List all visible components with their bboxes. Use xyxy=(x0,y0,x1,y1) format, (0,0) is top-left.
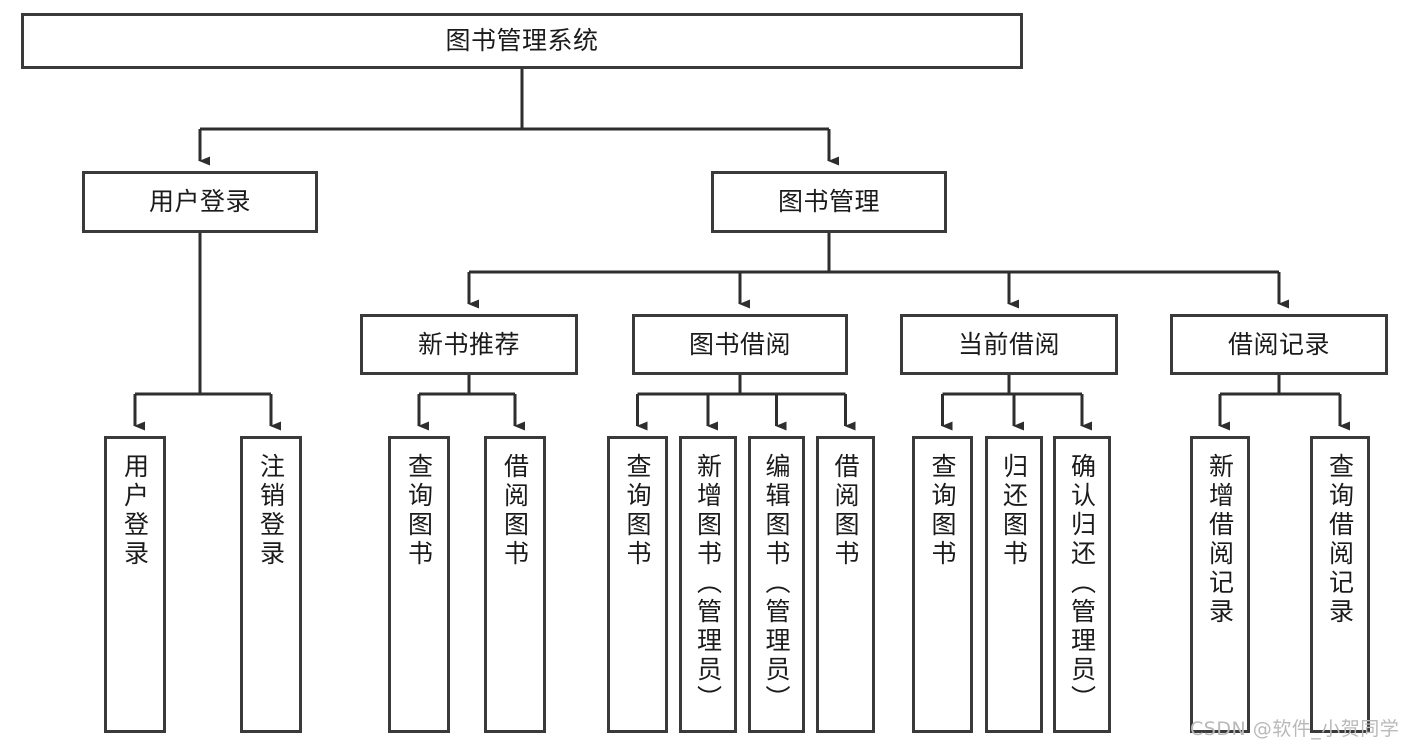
leaf-record-query-borrow-record[interactable]: 查询借阅记录 xyxy=(1310,436,1370,733)
leaf-borrow-edit-book-admin[interactable]: 编辑图书（管理员） xyxy=(748,436,805,733)
node-label: 图书借阅 xyxy=(688,329,791,359)
node-label: 用户登录 xyxy=(120,453,150,569)
node-root-system[interactable]: 图书管理系统 xyxy=(21,13,1023,69)
leaf-current-query-book[interactable]: 查询图书 xyxy=(912,436,973,733)
node-label: 查询借阅记录 xyxy=(1325,453,1355,627)
node-label: 图书管理 xyxy=(777,187,880,216)
leaf-borrow-add-book-admin[interactable]: 新增图书（管理员） xyxy=(679,436,737,733)
node-label: 归还图书 xyxy=(999,453,1029,569)
node-label: 图书管理系统 xyxy=(445,26,599,55)
leaf-user-logout[interactable]: 注销登录 xyxy=(240,436,302,733)
leaf-current-return-book[interactable]: 归还图书 xyxy=(985,436,1043,733)
leaf-recommend-query-book[interactable]: 查询图书 xyxy=(388,436,450,733)
leaf-record-add-borrow-record[interactable]: 新增借阅记录 xyxy=(1190,436,1250,733)
node-book-management-module[interactable]: 图书管理 xyxy=(711,171,947,233)
node-label: 确认归还（管理员） xyxy=(1067,453,1097,714)
node-label: 新增借阅记录 xyxy=(1205,453,1235,627)
leaf-current-confirm-return-admin[interactable]: 确认归还（管理员） xyxy=(1053,436,1111,733)
node-label: 借阅图书 xyxy=(500,453,530,569)
node-label: 新增图书（管理员） xyxy=(693,453,723,714)
leaf-borrow-query-book[interactable]: 查询图书 xyxy=(607,436,668,733)
node-current-borrow[interactable]: 当前借阅 xyxy=(900,314,1118,375)
leaf-borrow-lend-book[interactable]: 借阅图书 xyxy=(816,436,875,733)
node-label: 查询图书 xyxy=(623,453,652,569)
node-user-login-module[interactable]: 用户登录 xyxy=(82,171,318,233)
node-label: 新书推荐 xyxy=(417,329,520,359)
leaf-user-login[interactable]: 用户登录 xyxy=(104,436,166,733)
node-new-book-recommend[interactable]: 新书推荐 xyxy=(360,314,578,375)
node-label: 编辑图书（管理员） xyxy=(762,453,791,714)
node-label: 注销登录 xyxy=(256,453,286,569)
node-label: 当前借阅 xyxy=(957,329,1060,359)
csdn-watermark: CSDN @软件_小贺同学 xyxy=(1190,718,1400,740)
node-borrow-record[interactable]: 借阅记录 xyxy=(1170,314,1388,375)
leaf-recommend-borrow-book[interactable]: 借阅图书 xyxy=(484,436,546,733)
node-book-borrow[interactable]: 图书借阅 xyxy=(632,314,848,375)
node-label: 借阅记录 xyxy=(1227,329,1330,359)
node-label: 查询图书 xyxy=(928,453,957,569)
node-label: 查询图书 xyxy=(404,453,434,569)
node-label: 用户登录 xyxy=(148,187,251,216)
node-label: 借阅图书 xyxy=(831,453,860,569)
